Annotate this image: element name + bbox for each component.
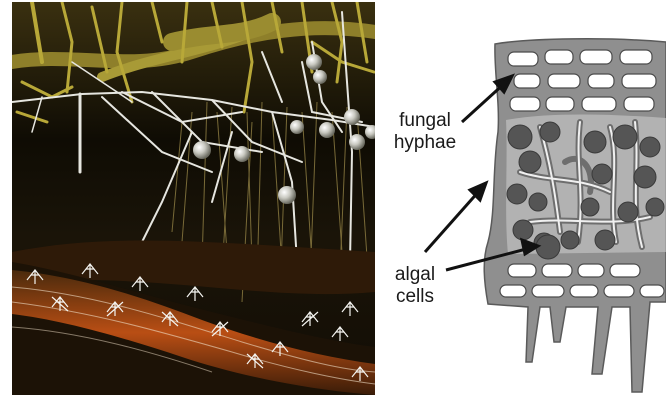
arrow-fungal-lower xyxy=(425,190,480,252)
fungal-hyphae-label: fungal hyphae xyxy=(385,110,465,154)
lichen-section-diagram xyxy=(380,2,666,395)
lichen-section-panel: fungal hyphae algal cells xyxy=(380,2,666,395)
algal-cells-label: algal cells xyxy=(386,264,444,308)
hyphae-rendering xyxy=(12,2,375,395)
hyphae-rendering-panel xyxy=(12,2,375,395)
